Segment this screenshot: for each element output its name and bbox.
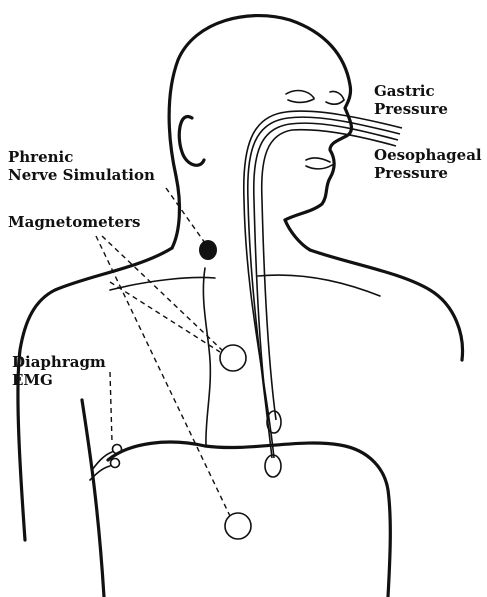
label-oesophageal-line2: Pressure [374,164,448,182]
leader-emg [110,372,112,442]
collar-line [110,275,380,296]
leader-phrenic [166,188,205,243]
eye-lid-right [326,100,344,104]
phrenic-electrode [199,240,217,260]
label-gastric-line2: Pressure [374,100,448,118]
neck-left [172,176,179,248]
label-diaphragm-line1: Diaphragm [12,353,106,371]
eye-left [286,91,314,98]
gastric-balloon [265,455,281,477]
magnetometer-lower [225,513,251,539]
mouth [306,158,332,169]
shoulder-right [310,250,463,360]
label-gastric-line1: Gastric [374,82,435,100]
trachea-line [203,268,210,445]
label-oesophageal-line1: Oesophageal [374,146,482,164]
label-diaphragm-line2: EMG [12,371,53,389]
magnetometer-upper [220,345,246,371]
emg-lead-wires [90,452,112,480]
label-magnetometers: Magnetometers [8,213,140,231]
emg-electrode-2 [111,459,120,468]
arm-inner-left [82,400,104,597]
ear [179,116,204,165]
eye-right [330,91,344,100]
label-phrenic-line1: Phrenic [8,148,73,166]
label-phrenic-line2: Nerve Simulation [8,166,155,184]
neck-right [285,220,310,250]
eye-lid-left [288,99,314,103]
